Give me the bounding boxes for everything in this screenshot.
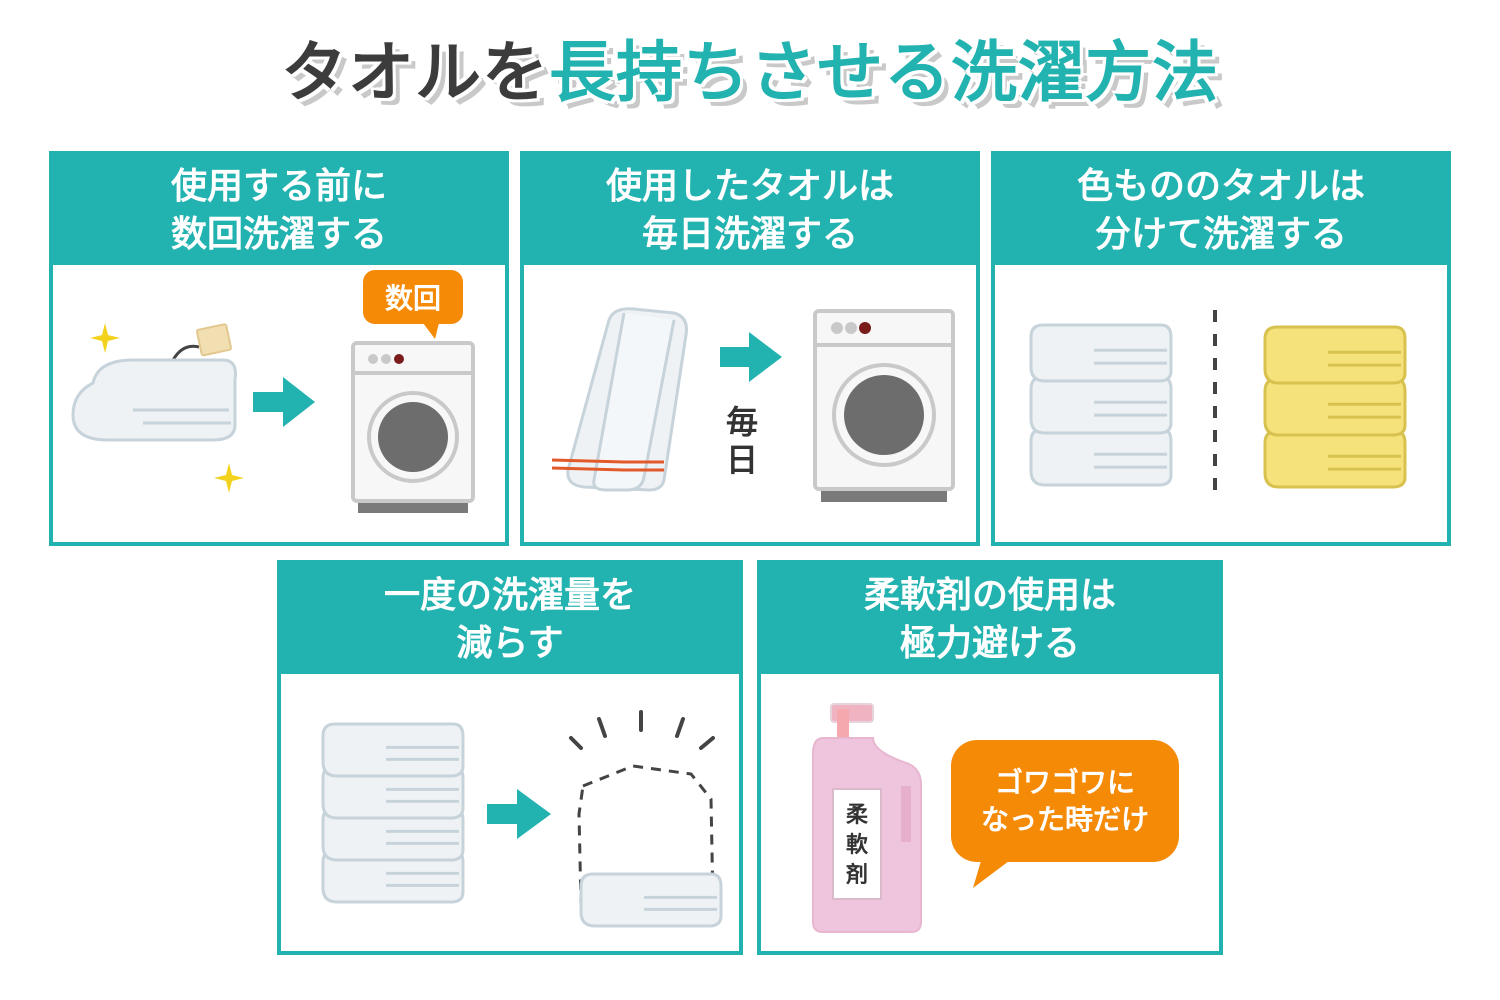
card-title-line1: 使用する前に	[170, 166, 387, 207]
white-towel-icon	[1029, 375, 1173, 435]
sparkle-icon	[90, 323, 120, 353]
washing-machine-icon	[813, 309, 955, 502]
tag-string-icon	[171, 344, 200, 361]
white-towel-icon	[1029, 323, 1173, 383]
white-towel-icon	[579, 872, 723, 928]
tag-icon	[195, 323, 232, 357]
card-title-line2: 極力避ける	[899, 623, 1080, 664]
card-wash-before-use: 使用する前に 数回洗濯する 数回	[49, 151, 509, 546]
yellow-towel-icon	[1263, 377, 1407, 437]
bubble-text-line2: なった時だけ	[981, 803, 1149, 836]
bottle-label-char: 軟	[846, 832, 869, 858]
folded-towel-icon	[71, 358, 237, 442]
card-wash-daily: 使用したタオルは 毎日洗濯する 毎 日	[520, 151, 980, 546]
card-title-line2: 減らす	[456, 623, 564, 664]
card-illustration	[321, 710, 723, 928]
arrow-right-icon	[720, 332, 782, 382]
softener-bottle-icon: 柔 軟 剤	[812, 703, 922, 933]
card-illustration	[1029, 310, 1407, 490]
white-towel-icon	[1029, 427, 1173, 487]
arrow-right-icon	[487, 789, 551, 839]
card-title-line1: 柔軟剤の使用は	[863, 575, 1116, 616]
card-header: 使用する前に 数回洗濯する	[53, 155, 505, 265]
card-title-line1: 使用したタオルは	[605, 166, 894, 207]
card-title-line2: 分けて洗濯する	[1094, 214, 1347, 255]
burst-lines-icon	[569, 710, 715, 750]
card-title-line2: 毎日洗濯する	[641, 214, 858, 255]
used-towel-icon	[551, 307, 688, 492]
card-avoid-softener: 柔軟剤の使用は 極力避ける 柔 軟 剤 ゴワゴワに なった時だけ	[757, 560, 1223, 955]
white-towel-icon	[321, 722, 465, 778]
title-part1: タオルを	[281, 34, 549, 111]
card-title-line1: 一度の洗濯量を	[383, 575, 636, 616]
daily-label-char2: 日	[726, 441, 758, 479]
card-header: 一度の洗濯量を 減らす	[281, 564, 739, 674]
speech-bubble: 数回	[363, 270, 463, 339]
card-separate-colored: 色もののタオルは 分けて洗濯する	[991, 151, 1451, 546]
yellow-towel-icon	[1263, 325, 1407, 385]
page-title: タオルを長持ちさせる洗濯方法	[0, 28, 1500, 118]
arrow-right-icon	[253, 377, 315, 427]
title-part2: 長持ちさせる洗濯方法	[549, 34, 1219, 111]
washing-machine-icon	[351, 341, 475, 513]
yellow-towel-icon	[1263, 429, 1407, 489]
bubble-text-line1: ゴワゴワに	[995, 766, 1135, 799]
bottle-label-char: 剤	[845, 862, 868, 888]
card-reduce-load: 一度の洗濯量を 減らす	[277, 560, 743, 955]
dashed-outline-icon	[577, 764, 715, 906]
card-header: 柔軟剤の使用は 極力避ける	[761, 564, 1219, 674]
card-illustration: 柔 軟 剤 ゴワゴワに なった時だけ	[812, 703, 1179, 933]
card-header: 使用したタオルは 毎日洗濯する	[524, 155, 976, 265]
card-illustration: 数回	[71, 270, 475, 513]
sparkle-icon	[214, 463, 244, 493]
card-illustration: 毎 日	[551, 307, 955, 502]
card-header: 色もののタオルは 分けて洗濯する	[995, 155, 1447, 265]
card-title-line1: 色もののタオルは	[1076, 166, 1365, 207]
bottle-label-char: 柔	[846, 803, 869, 828]
card-title-line2: 数回洗濯する	[170, 214, 387, 255]
daily-label-char1: 毎	[726, 403, 758, 441]
bubble-text: 数回	[385, 282, 441, 315]
speech-bubble: ゴワゴワに なった時だけ	[951, 740, 1179, 888]
